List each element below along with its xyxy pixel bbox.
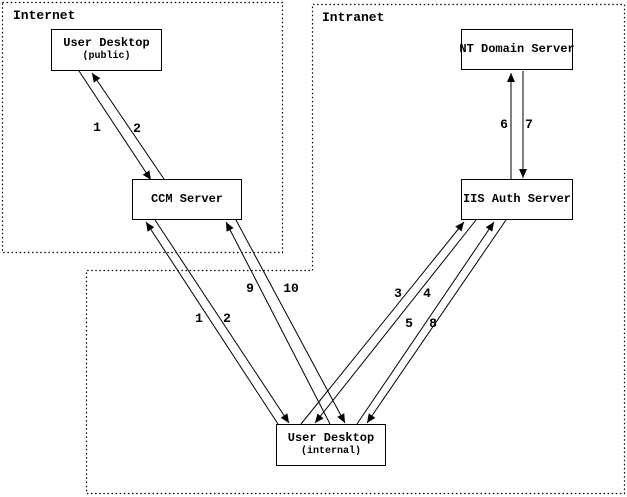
flow-label-7: 7	[525, 117, 533, 132]
flow-label-1-internal: 1	[195, 311, 203, 326]
flow-arrow-9-internal-to-ccm	[225, 221, 331, 425]
internet-region-outline	[1, 1, 284, 254]
node-title: CCM Server	[150, 191, 223, 206]
flow-label-6: 6	[500, 117, 508, 132]
internet-region-label: Internet	[13, 8, 76, 23]
node-iis-auth-server: IIS Auth Server	[461, 179, 573, 220]
flow-arrow-10-ccm-to-internal	[235, 219, 346, 424]
node-ccm-server: CCM Server	[132, 179, 242, 220]
flow-arrow-4-iis-to-internal	[314, 219, 477, 424]
flow-label-10: 10	[283, 281, 299, 296]
node-subtitle: (internal)	[300, 446, 361, 458]
node-title: IIS Auth Server	[462, 191, 572, 206]
flow-arrow-5-internal-to-iis	[356, 221, 495, 425]
flow-label-2-internet: 2	[133, 121, 141, 136]
node-user-desktop-internal: User Desktop (internal)	[276, 424, 386, 466]
node-title: User Desktop	[287, 431, 375, 446]
flow-arrow-2-ccm-to-internal	[154, 219, 290, 424]
flow-arrow-1-public-to-ccm	[78, 70, 152, 181]
flow-label-1-internet: 1	[93, 120, 101, 135]
intranet-region-outline	[85, 3, 626, 495]
node-user-desktop-public: User Desktop (public)	[51, 29, 162, 71]
flow-label-9: 9	[246, 281, 254, 296]
flow-arrow-1-internal-to-ccm	[145, 221, 279, 425]
flow-label-2-internal: 2	[223, 311, 231, 326]
intranet-region-label: Intranet	[322, 10, 385, 25]
flow-label-4: 4	[423, 286, 431, 301]
node-title: User Desktop	[63, 36, 150, 51]
node-title: NT Domain Server	[459, 41, 575, 56]
flow-label-8: 8	[429, 316, 437, 331]
flow-label-5: 5	[405, 316, 413, 331]
flow-arrow-8-iis-to-internal	[366, 219, 507, 424]
flow-arrow-3-internal-to-iis	[300, 221, 465, 425]
node-subtitle: (public)	[82, 51, 131, 63]
node-nt-domain-server: NT Domain Server	[459, 29, 575, 70]
flow-label-3: 3	[394, 286, 402, 301]
flow-arrow-2-ccm-to-public	[91, 72, 165, 180]
